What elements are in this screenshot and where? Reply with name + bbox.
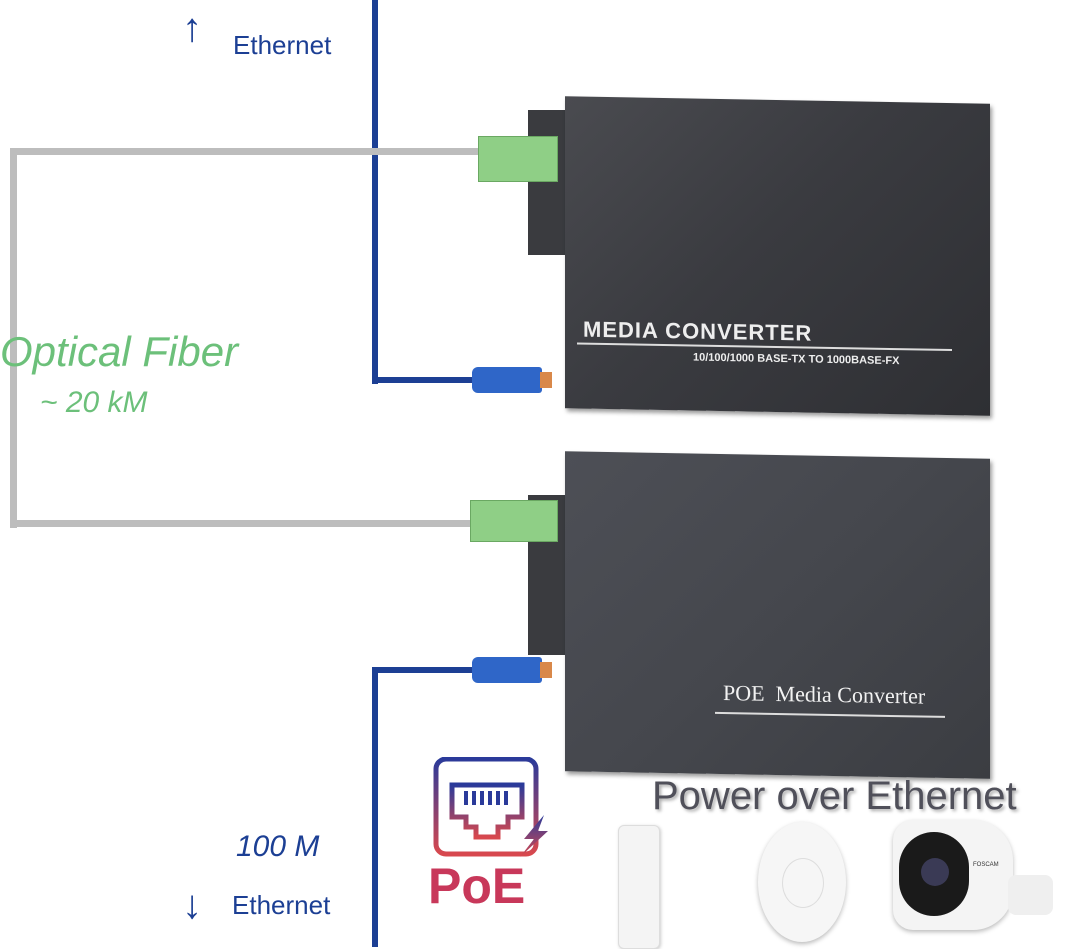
fiber-port-top[interactable] — [478, 136, 558, 182]
rj45-connector-top[interactable] — [472, 367, 552, 393]
converter-top-title: MEDIA CONVERTER — [583, 316, 813, 346]
fiber-distance-label: ~ 20 kM — [40, 386, 148, 419]
fiber-cable-bottom — [10, 520, 475, 527]
converter-top-front — [528, 110, 568, 255]
media-converter-top: MEDIA CONVERTER 10/100/1000 BASE-TX TO 1… — [565, 96, 990, 416]
fiber-cable-left — [10, 148, 17, 528]
outdoor-cpe-device — [618, 825, 660, 949]
arrow-up-icon: ↑ — [182, 6, 202, 50]
arrow-down-icon: ↓ — [182, 883, 202, 927]
ethernet-cable-top-h — [372, 377, 482, 383]
fiber-port-bottom[interactable] — [470, 500, 558, 542]
converter-top-subtitle: 10/100/1000 BASE-TX TO 1000BASE-FX — [693, 351, 900, 368]
media-converter-bottom: POE Media Converter — [565, 451, 990, 779]
bullet-camera-device: FOSCAM — [893, 820, 1053, 940]
converter-bottom-title: POE Media Converter — [723, 680, 926, 709]
ceiling-access-point-device — [758, 822, 846, 942]
camera-brand: FOSCAM — [973, 862, 999, 868]
ethernet-cable-bottom — [372, 667, 378, 947]
poe-logo-text: PoE — [428, 858, 526, 914]
rj45-connector-bottom[interactable] — [472, 657, 552, 683]
ethernet-cable-top — [372, 0, 378, 384]
ethernet-label-bottom: Ethernet — [232, 890, 331, 920]
ethernet-label-top: Ethernet — [233, 30, 332, 60]
optical-fiber-label: Optical Fiber — [0, 328, 239, 375]
poe-heading: Power over Ethernet — [652, 774, 1017, 818]
ethernet-cable-bottom-h — [372, 667, 482, 673]
lightning-icon — [520, 815, 548, 857]
ethernet-port-icon — [433, 756, 548, 857]
poe-logo: PoE — [428, 756, 552, 917]
label-underline — [715, 711, 945, 718]
speed-label: 100 M — [236, 830, 320, 863]
fiber-cable-top — [10, 148, 480, 155]
